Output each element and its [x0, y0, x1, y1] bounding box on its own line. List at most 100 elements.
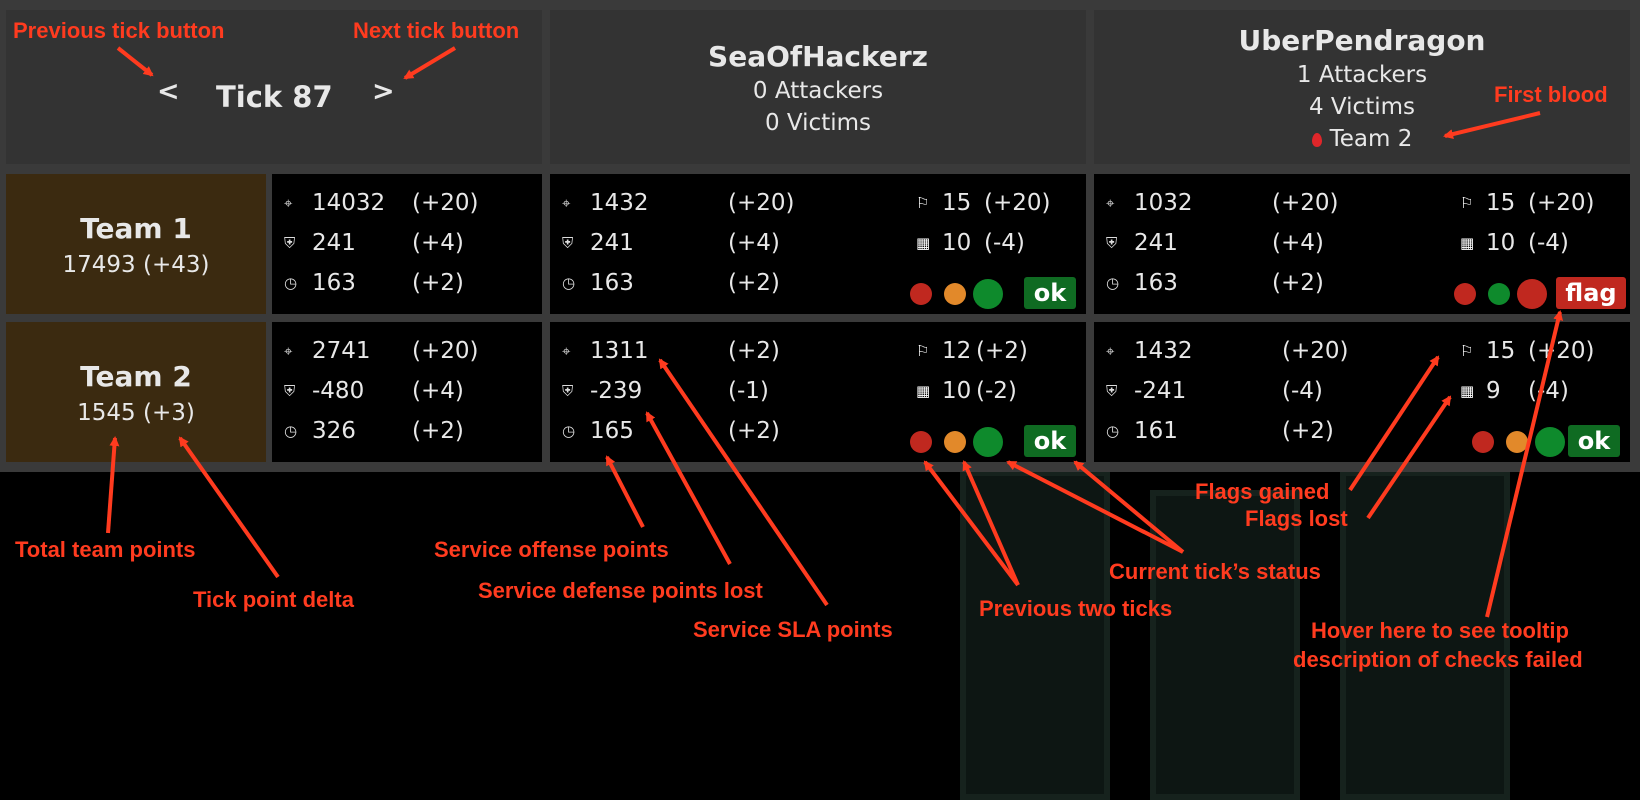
white-flag-icon: ⚐ — [916, 194, 930, 212]
crosshair-icon: ⌖ — [284, 194, 293, 212]
current-tick-status-dot — [1517, 279, 1547, 309]
stat-row-defense: ⛨ 241 (+4) — [550, 228, 1086, 258]
crosshair-icon: ⌖ — [1106, 194, 1115, 212]
service-cell: ⌖1432(+20)⛨241(+4)◷163(+2)⚐15(+20)▦10(-4… — [550, 174, 1086, 314]
clock-icon: ◷ — [284, 422, 298, 440]
stat-row-sla: ◷165(+2) — [550, 416, 1086, 446]
tick-label: Tick 87 — [216, 80, 333, 114]
previous-tick-status-dot — [910, 431, 932, 453]
shield-icon: ⛨ — [1106, 382, 1118, 400]
white-flag-icon: ⚐ — [916, 342, 930, 360]
service-status-badge[interactable]: ok — [1024, 277, 1076, 309]
team-total-points: 1545 (+3) — [77, 400, 195, 426]
arrow-current-a — [1006, 460, 1184, 554]
offense-points: 14032 — [312, 190, 386, 216]
next-tick-button[interactable]: > — [372, 76, 395, 107]
stat-row-sla: ◷161(+2) — [1094, 416, 1630, 446]
sla-delta: (+2) — [412, 270, 464, 296]
checkered-flag-icon: ▦ — [1460, 382, 1475, 400]
flags_lost: 10 — [1486, 230, 1516, 256]
flags_gained: 12 — [942, 338, 972, 364]
service-status-badge[interactable]: ok — [1024, 425, 1076, 457]
service-attackers: 1 Attackers — [1296, 62, 1428, 88]
checkered-flag-icon: ▦ — [1460, 234, 1475, 252]
current-tick-status-dot — [973, 279, 1003, 309]
first-blood: Team 2 — [1094, 126, 1630, 152]
stat-row-defense: ⛨-241(-4) — [1094, 376, 1630, 406]
flags_lost-row: ▦9(-4) — [1094, 376, 1630, 406]
annotation-sla: Service SLA points — [693, 617, 893, 642]
checkered-flag-icon: ▦ — [916, 234, 931, 252]
flags_lost-row: ▦ 10 (-4) — [1094, 228, 1630, 258]
defense-points: -480 — [312, 378, 365, 404]
defense-points: 241 — [312, 230, 356, 256]
defense-delta: (+4) — [728, 230, 780, 256]
white-flag-icon: ⚐ — [1460, 194, 1474, 212]
previous-tick-button[interactable]: < — [157, 76, 180, 107]
flags_lost-row: ▦10(-4) — [550, 228, 1086, 258]
sla-delta: (+2) — [1272, 270, 1324, 296]
crosshair-icon: ⌖ — [284, 342, 293, 360]
service-name: UberPendragon — [1238, 24, 1486, 57]
defense-points: -239 — [590, 378, 643, 404]
defense-delta: (+4) — [1272, 230, 1324, 256]
service-status-badge[interactable]: flag — [1556, 277, 1626, 309]
service-header-uberpendragon: UberPendragon 1 Attackers 4 Victims Team… — [1094, 10, 1630, 164]
stat-row-sla: ◷326(+2) — [272, 416, 542, 446]
offense-delta: (+20) — [412, 338, 479, 364]
stat-row-offense: ⌖1432(+20) — [1094, 336, 1630, 366]
offense-points: 1311 — [590, 338, 649, 364]
flags_gained-row: ⚐ 12(+2) — [550, 336, 1086, 366]
sla-points: 163 — [590, 270, 634, 296]
annotation-next-tick: Next tick button — [353, 18, 520, 43]
offense-points: 1432 — [1134, 338, 1193, 364]
previous-tick-status-dot — [1454, 283, 1476, 305]
flags_gained-delta: (+2) — [976, 338, 1028, 364]
stat-row-sla: ◷163(+2) — [272, 268, 542, 298]
defense-points: 241 — [1134, 230, 1178, 256]
flags_lost: 10 — [942, 230, 972, 256]
sla-points: 163 — [1134, 270, 1178, 296]
checkered-flag-icon: ▦ — [916, 382, 931, 400]
annotation-hover-1: Hover here to see tooltip — [1311, 618, 1569, 643]
team-total-points: 17493 (+43) — [62, 252, 210, 278]
shield-icon: ⛨ — [1106, 234, 1118, 252]
flags_gained: 15 — [942, 190, 972, 216]
previous-tick-status-dot — [910, 283, 932, 305]
first-blood-team: Team 2 — [1329, 126, 1413, 152]
stat-row-offense: ⌖14032(+20) — [272, 188, 542, 218]
defense-points: 241 — [590, 230, 634, 256]
annotation-flags-lost: Flags lost — [1245, 506, 1348, 531]
sla-delta: (+2) — [728, 418, 780, 444]
flags_gained-row: ⚐15(+20) — [1094, 188, 1630, 218]
sla-delta: (+2) — [1282, 418, 1334, 444]
offense-points: 1032 — [1134, 190, 1193, 216]
blood-drop-icon — [1311, 133, 1322, 147]
current-tick-status-dot — [973, 427, 1003, 457]
offense-delta: (+20) — [1282, 338, 1349, 364]
annotation-flags-gained: Flags gained — [1195, 479, 1330, 504]
stat-row-offense: ⌖1432(+20) — [550, 188, 1086, 218]
sla-delta: (+2) — [728, 270, 780, 296]
annotation-prev-tick: Previous tick button — [13, 18, 225, 43]
arrow-prev-two-a — [923, 460, 1020, 587]
stat-row-sla: ◷ 163 (+2) — [550, 268, 1086, 298]
flags_lost-delta: (-4) — [1528, 230, 1569, 256]
flags_gained: 15 — [1486, 338, 1516, 364]
clock-icon: ◷ — [562, 274, 576, 292]
white-flag-icon: ⚐ — [1460, 342, 1474, 360]
service-cell: ⌖1311(+2)⛨-239(-1)◷165(+2)⚐12(+2)▦10(-2)… — [550, 322, 1086, 462]
flags_lost-delta: (-2) — [976, 378, 1017, 404]
tick-navigation: < Tick 87 > — [6, 10, 542, 164]
service-name: SeaOfHackerz — [708, 40, 928, 73]
crosshair-icon: ⌖ — [562, 194, 571, 212]
offense-delta: (+20) — [1272, 190, 1339, 216]
clock-icon: ◷ — [284, 274, 298, 292]
flags_lost-delta: (-4) — [1528, 378, 1569, 404]
service-status-badge[interactable]: ok — [1568, 425, 1620, 457]
team-name: Team 2 — [80, 360, 192, 393]
shield-icon: ⛨ — [562, 234, 574, 252]
shield-icon: ⛨ — [284, 234, 296, 252]
annotation-defense: Service defense points lost — [478, 578, 763, 603]
